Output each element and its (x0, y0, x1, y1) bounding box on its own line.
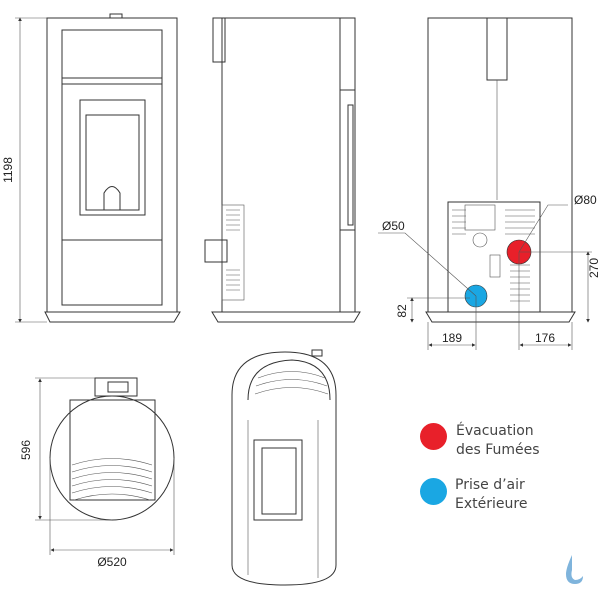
legend-air-line1: Prise d’air (455, 477, 525, 493)
red-circle-icon (420, 423, 447, 450)
top-view: 596 Ø520 (19, 377, 175, 569)
water-drop-logo-icon (566, 555, 583, 584)
legend-flue-line1: Évacuation (456, 423, 534, 439)
depth-label: 596 (19, 440, 33, 460)
side-view (204, 17, 361, 323)
diameter-label: Ø520 (97, 555, 127, 569)
air-diameter-label: Ø50 (382, 219, 405, 233)
rear-view: Ø80 Ø50 270 82 189 176 (378, 17, 600, 350)
flue-offset-label: 176 (535, 331, 555, 345)
flue-diameter-label: Ø80 (574, 193, 597, 207)
perspective-view (231, 349, 337, 586)
air-offset-label: 189 (442, 331, 462, 345)
blue-circle-icon (420, 478, 447, 505)
front-view: 1198 (1, 13, 181, 323)
legend-air-line2: Extérieure (455, 496, 528, 512)
height-label: 1198 (1, 157, 15, 183)
air-height-label: 82 (395, 304, 409, 318)
flue-height-label: 270 (587, 258, 600, 278)
legend-flue-line2: des Fumées (456, 442, 540, 458)
